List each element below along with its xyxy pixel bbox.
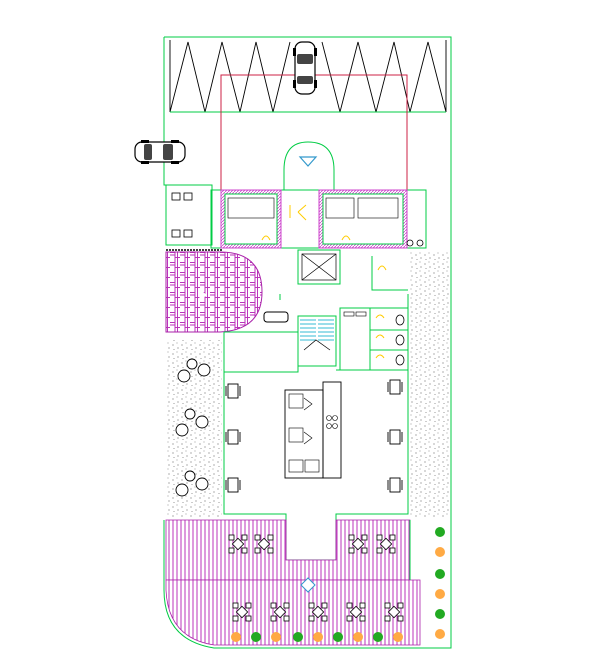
circulation-core	[297, 249, 341, 367]
car-icon	[134, 140, 186, 164]
entry-arrow-icon	[298, 156, 318, 167]
potted-plant-icon	[231, 632, 241, 642]
potted-plant-icon	[313, 632, 323, 642]
gravel-right	[410, 252, 450, 518]
setback-line	[220, 74, 408, 190]
tree-icon	[175, 470, 209, 497]
parking-canopy	[169, 40, 447, 113]
potted-plant-icon	[435, 569, 445, 579]
potted-plant-icon	[435, 547, 445, 557]
tree-group	[175, 358, 211, 497]
table-chairs-icon	[376, 534, 396, 554]
table-chairs-icon	[387, 477, 403, 493]
entrance-canopy	[283, 141, 335, 190]
potted-plant-icon	[333, 632, 343, 642]
table-chairs-icon	[225, 383, 241, 399]
restrooms	[339, 256, 409, 371]
potted-plant-icon	[435, 589, 445, 599]
table-chairs-icon	[387, 379, 403, 395]
table-chairs-icon	[225, 477, 241, 493]
potted-plant-icon	[393, 632, 403, 642]
potted-plant-icon	[353, 632, 363, 642]
table-chairs-icon	[270, 602, 290, 622]
dining-tables	[225, 379, 403, 493]
gravel-left	[166, 340, 222, 518]
table-chairs-icon	[348, 534, 368, 554]
potted-plant-icon	[293, 632, 303, 642]
table-chairs-icon	[232, 602, 252, 622]
outdoor-tables	[228, 534, 404, 622]
table-chairs-icon	[254, 534, 274, 554]
tree-icon	[177, 358, 211, 383]
car-icon	[293, 41, 317, 95]
bar-counter	[284, 381, 342, 479]
table-chairs-icon	[225, 429, 241, 445]
upper-building	[210, 189, 427, 249]
table-chairs-icon	[387, 429, 403, 445]
table-chairs-icon	[346, 602, 366, 622]
tree-icon	[175, 408, 209, 437]
potted-plant-icon	[435, 609, 445, 619]
toilet-icon	[395, 334, 405, 346]
table-chairs-icon	[228, 534, 248, 554]
potted-plant-icon	[373, 632, 383, 642]
potted-plant-icon	[435, 629, 445, 639]
table-chairs-icon	[384, 602, 404, 622]
potted-plant-icon	[271, 632, 281, 642]
kiosk	[165, 184, 213, 246]
potted-plant-icon	[435, 527, 445, 537]
entry-arrow-icon	[300, 577, 316, 593]
toilet-icon	[395, 314, 405, 326]
table-chairs-icon	[308, 602, 328, 622]
potted-plant-icon	[251, 632, 261, 642]
paved-plaza	[165, 249, 263, 333]
plants	[231, 527, 445, 642]
toilet-icon	[395, 354, 405, 366]
